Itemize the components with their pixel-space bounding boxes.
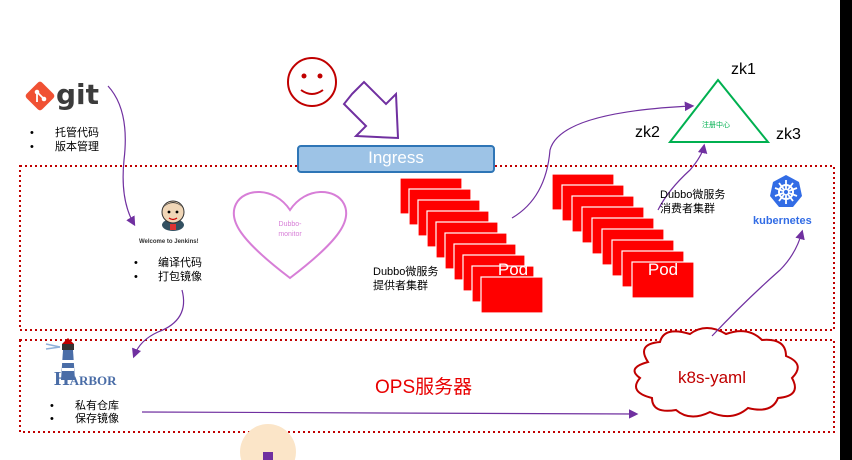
harbor-bullet-1: •私有仓库 bbox=[50, 400, 119, 412]
ops-server-region bbox=[19, 339, 835, 433]
jenkins-bullet-1: •编译代码 bbox=[134, 257, 202, 269]
jenkins-welcome-text: Welcome to Jenkins! bbox=[139, 239, 199, 245]
dubbo-monitor-heart bbox=[232, 191, 348, 280]
consumer-pod-card bbox=[631, 261, 695, 299]
consumer-caption: Dubbo微服务 消费者集群 bbox=[660, 189, 726, 215]
k8syaml-to-kubernetes-arrow bbox=[711, 229, 805, 337]
consumer-to-zookeeper-arrow bbox=[657, 143, 708, 211]
jenkins-bullets: •编译代码 •打包镜像 bbox=[134, 256, 202, 284]
k8s-yaml-cloud bbox=[633, 327, 799, 418]
ops-server-label: OPS服务器 bbox=[375, 377, 473, 398]
provider-to-zookeeper-arrow bbox=[511, 101, 695, 219]
zookeeper-triangle bbox=[667, 78, 771, 143]
dubbo-monitor-label: Dubbo- monitor bbox=[278, 221, 302, 238]
harbor-to-k8syaml-arrow bbox=[141, 409, 639, 419]
provider-caption: Dubbo微服务 提供者集群 bbox=[373, 266, 439, 292]
git-bullets: •托管代码 •版本管理 bbox=[30, 126, 99, 154]
ingress-bar bbox=[297, 145, 495, 173]
zk2-label: zk2 bbox=[635, 124, 660, 141]
consumer-pod-stack bbox=[551, 173, 695, 299]
user-smiley-icon bbox=[287, 57, 337, 107]
kubernetes-label: kubernetes bbox=[753, 215, 812, 227]
bottom-plus-icon bbox=[263, 452, 273, 460]
provider-pod-stack bbox=[399, 177, 544, 314]
jenkins-bullet-2: •打包镜像 bbox=[134, 271, 202, 283]
git-branch-mark bbox=[34, 89, 47, 102]
git-logo-text: git bbox=[56, 78, 100, 111]
git-bullet-2: •版本管理 bbox=[30, 141, 99, 153]
provider-pod-label: Pod bbox=[497, 260, 529, 279]
consumer-pod-label: Pod bbox=[647, 260, 679, 279]
kubernetes-logo-icon bbox=[770, 175, 802, 207]
zk1-label: zk1 bbox=[731, 61, 756, 78]
ingress-label: Ingress bbox=[368, 148, 424, 167]
git-bullet-1: •托管代码 bbox=[30, 127, 99, 139]
zk3-label: zk3 bbox=[776, 126, 801, 143]
zookeeper-center-label: 注册中心 bbox=[702, 122, 730, 129]
jenkins-logo-icon bbox=[161, 200, 185, 231]
harbor-logo-rest: ARBOR bbox=[69, 373, 117, 388]
jenkins-to-harbor-arrow bbox=[132, 289, 185, 359]
harbor-logo-text: HARBOR bbox=[54, 368, 117, 391]
git-to-jenkins-arrow bbox=[107, 85, 136, 227]
harbor-logo-initial: H bbox=[54, 368, 70, 390]
user-to-ingress-arrow bbox=[342, 80, 400, 140]
harbor-bullets: •私有仓库 •保存镜像 bbox=[50, 400, 119, 426]
provider-pod-card bbox=[480, 276, 544, 314]
harbor-bullet-2: •保存镜像 bbox=[50, 413, 119, 425]
k8s-yaml-label: k8s-yaml bbox=[677, 368, 746, 387]
harbor-logo-icon bbox=[45, 338, 75, 380]
bottom-partial-circle bbox=[240, 424, 296, 460]
